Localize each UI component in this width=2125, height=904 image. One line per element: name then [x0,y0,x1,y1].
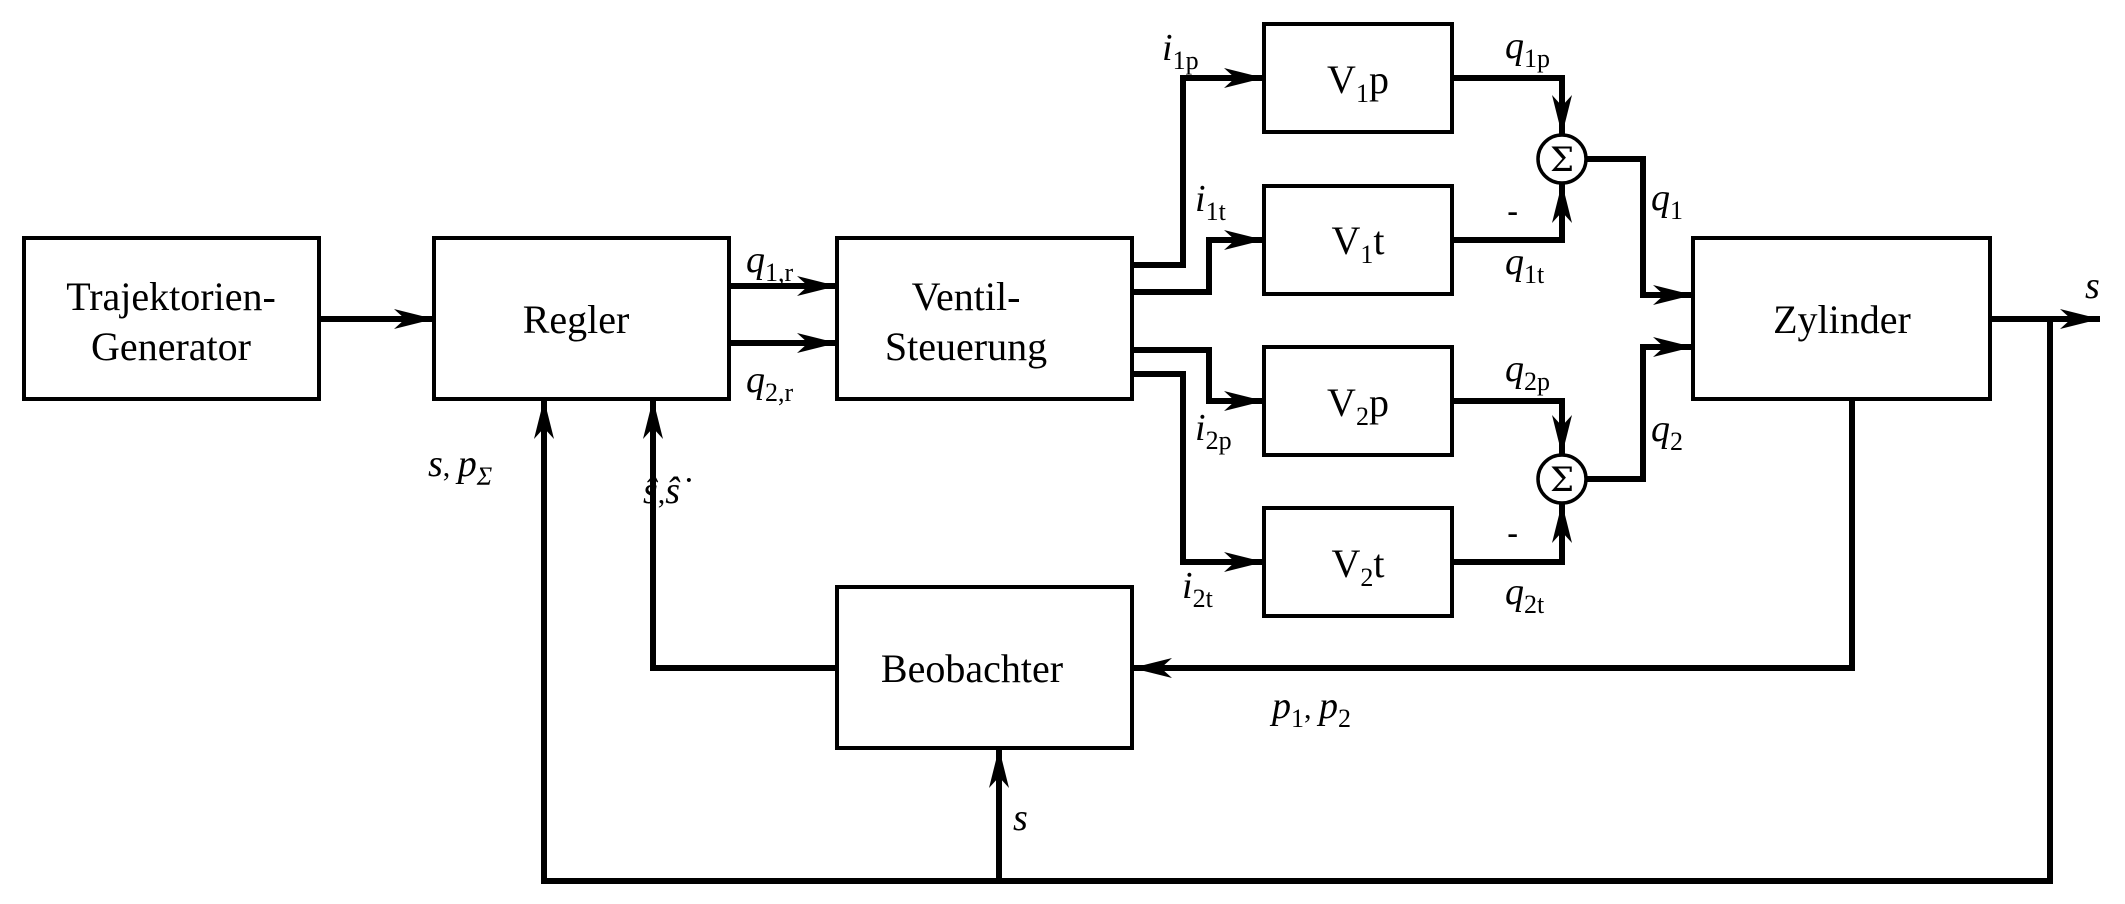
label-i1p: i1p [1162,27,1199,75]
trajectory-generator-label-line1: Trajektorien- [66,274,276,319]
label-s-observer: s [1013,797,1028,839]
label-q2t: q2t [1505,571,1545,619]
valve-v1p-block: V1p [1262,22,1454,134]
valve-v2p-block: V2p [1262,345,1454,457]
label-i2p: i2p [1195,407,1232,455]
label-q2: q2 [1651,408,1683,456]
label-i1t: i1t [1195,178,1227,226]
cylinder-label: Zylinder [1773,297,1911,342]
arrow-s-estimate [643,399,837,671]
label-i2t: i2t [1182,565,1214,613]
cylinder-block: Zylinder [1691,236,1992,401]
observer-label: Beobachter [881,646,1063,691]
label-q1t: q1t [1505,241,1545,289]
valve-v2t-block: V2t [1262,506,1454,618]
sum-junction-2: Σ [1536,453,1588,505]
minus-sign-1: - [1507,193,1518,231]
label-p1p2: p1, p2 [1269,685,1351,733]
arrow-p1p2 [1132,399,1855,678]
controller-block: Regler [432,236,731,401]
valve-v1t-label: V1t [1331,218,1384,269]
arrow-q1p [1452,75,1572,135]
label-q2r: q2,r [746,359,794,407]
arrow-q1 [1586,156,1693,305]
arrow-i2p [1132,347,1264,411]
label-q2p: q2p [1505,348,1550,396]
trajectory-generator-block: Trajektorien- Generator [22,236,321,401]
trajectory-generator-label-line2: Generator [91,324,251,369]
label-s-estimate: ŝ,ŝ̇ [643,470,691,512]
label-s-output: s [2085,265,2100,307]
arrow-i2t [1132,371,1264,572]
valve-v1p-label: V1p [1327,57,1389,108]
valve-v2t-label: V2t [1331,541,1384,592]
sum-junction-1: Σ [1536,133,1588,185]
sum-symbol-1: Σ [1550,140,1574,180]
arrow-i1t [1132,230,1264,295]
arrow-feedback-s [534,319,2053,884]
arrow-q1t [1452,183,1572,243]
arrow-q2t [1452,503,1572,565]
valve-v2p-label: V2p [1327,380,1389,431]
observer-block: Beobachter [835,585,1134,750]
valve-control-block: Ventil- Steuerung [835,236,1134,401]
arrow-q2 [1586,337,1693,482]
valve-control-label-line2: Steuerung [885,324,1047,369]
label-s-psum: s, pΣ [428,443,493,491]
controller-label: Regler [523,297,630,342]
sum-symbol-2: Σ [1550,460,1574,500]
arrow-i1p [1132,68,1264,268]
valve-control-label-line1: Ventil- [912,274,1021,319]
label-q1p: q1p [1505,25,1550,73]
label-q1r: q1,r [746,239,794,287]
label-q1: q1 [1651,177,1683,225]
minus-sign-2: - [1507,515,1518,553]
valve-v1t-block: V1t [1262,184,1454,296]
arrow-q2p [1452,398,1572,455]
